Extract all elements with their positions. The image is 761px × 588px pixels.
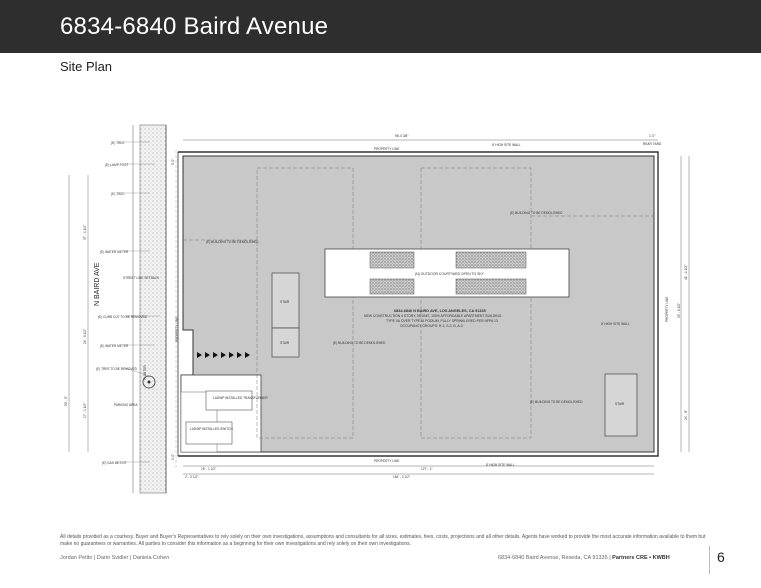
- label-property-line-bottom: PROPERTY LINE: [374, 459, 399, 463]
- project-line-3: OCCUPANCY GROUPS: R-2, S-2, B, A-3: [400, 324, 463, 328]
- label-wall-bottom: 8' HIGH SITE WALL: [486, 463, 515, 467]
- footer-brand: Partners CRE • KWBH: [612, 555, 670, 561]
- dim-bottom-small: 2' - 0 1/2": [185, 475, 198, 479]
- project-line-2: TYPE VA OVER TYPE IA PODIUM, FULLY SPRIN…: [386, 319, 498, 323]
- label-lamp-post: (E) LAMP POST: [105, 163, 128, 167]
- dim-setback-top: 1'-0": [649, 134, 655, 138]
- label-ladwp-switch: LADWP INSTALLED SWITCH: [190, 427, 233, 431]
- label-building-demolish-3: (E) BUILDING TO BE DEMOLISHED: [333, 341, 386, 345]
- page-title: 6834-6840 Baird Avenue: [60, 13, 329, 40]
- label-street-line: STREET LINE SETBACK: [123, 276, 160, 280]
- driveway-arrows: [197, 352, 250, 358]
- label-stair-2: STAIR: [280, 341, 290, 345]
- label-building-demolish-2: (E) BUILDING TO BE DEMOLISHED: [510, 211, 563, 215]
- label-property-line-left: PROPERTY LINE: [175, 317, 179, 342]
- label-stair-1: STAIR: [280, 300, 290, 304]
- page-divider: [709, 546, 710, 574]
- label-courtyard: (N) OUTDOOR COURTYARD OPEN TO SKY: [415, 272, 485, 276]
- dim-left-small-1: 5'-0": [171, 159, 175, 165]
- dim-left-small-2: 5'-0": [171, 454, 175, 460]
- disclaimer: All details provided as a courtesy. Buye…: [60, 534, 706, 547]
- sidewalk-strip: [139, 124, 167, 494]
- dim-left-2: 24' - 6 1/2": [83, 329, 87, 344]
- label-rear-yard: REAR YARD: [643, 142, 662, 146]
- footer-address: 6834-6840 Baird Avenue, Reseda, CA 91335…: [498, 555, 611, 561]
- section-title: Site Plan: [60, 59, 113, 74]
- label-wall-top: 8' HIGH SITE WALL: [492, 143, 521, 147]
- dim-bottom-total: 154' - 3 1/2": [393, 475, 410, 479]
- page-number: 6: [717, 549, 725, 565]
- dim-bottom-left: 15' - 1 1/2": [201, 467, 216, 471]
- label-water-meter-2: (E) WATER METER: [100, 344, 129, 348]
- street-name: N BAIRD AVE: [94, 262, 101, 306]
- label-high-site-wall: 8' HIGH SITE WALL: [601, 322, 630, 326]
- property-line: [178, 151, 659, 457]
- ladwp-switch: [185, 421, 233, 445]
- dim-right-3: 24' - 8": [684, 410, 688, 420]
- dim-left-4: 50' - 0": [64, 396, 68, 406]
- label-planter: PLANTER: [143, 365, 147, 380]
- demolish-outline-1: [256, 167, 354, 439]
- label-parking-area: PARKING AREA: [114, 403, 138, 407]
- dim-width-top: 96'-0 3/8": [395, 134, 408, 138]
- dim-left-3: 17' - 1 1/2": [83, 403, 87, 418]
- label-tree-1: (E) TREE: [111, 141, 125, 145]
- label-tree-2: (E) TREE: [111, 192, 125, 196]
- dim-bottom-right: 127' - 1": [421, 467, 433, 471]
- stair-3: [604, 373, 638, 437]
- dim-right-2: 99' - 6 1/2": [677, 303, 681, 318]
- label-property-line-right: PROPERTY LINE: [665, 297, 669, 322]
- agent-names: Jordan Petito | Dario Svidler | Daniela …: [60, 555, 170, 561]
- courtyard: [324, 248, 570, 298]
- demolish-outline-2: [420, 167, 532, 439]
- label-stair-3: STAIR: [615, 402, 625, 406]
- project-title: 6834-6840 N BAIRD AVE, LOS ANGELES, CA 9…: [394, 309, 486, 313]
- label-ladwp-transformer: LADWP INSTALLED TRANSFORMER: [213, 396, 268, 400]
- footer-address-block: 6834-6840 Baird Avenue, Reseda, CA 91335…: [498, 555, 670, 561]
- label-curb-cut: (E) CURB CUT TO BE REMOVED: [98, 315, 148, 319]
- label-property-line-top: PROPERTY LINE: [374, 147, 399, 151]
- label-building-demolish-1: (E) BUILDING TO BE DEMOLISHED: [206, 240, 259, 244]
- project-line-1: NEW CONSTRUCTION 4 STORY, 96 UNIT, 100% …: [364, 314, 502, 318]
- label-gas-meter: (E) GAS METER: [102, 461, 127, 465]
- stair-2: [271, 327, 300, 358]
- label-building-demolish-4: (E) BUILDING TO BE DEMOLISHED: [530, 400, 583, 404]
- label-water-meter-1: (E) WATER METER: [100, 250, 129, 254]
- dim-right-1: 41' - 1 1/2": [684, 265, 688, 280]
- header-bar: 6834-6840 Baird Avenue: [0, 0, 761, 53]
- label-tree-removed: (E) TREE TO BE REMOVED: [96, 367, 138, 371]
- ladwp-transformer: [205, 390, 253, 411]
- dim-left-1: 37' - 1 1/2": [83, 225, 87, 240]
